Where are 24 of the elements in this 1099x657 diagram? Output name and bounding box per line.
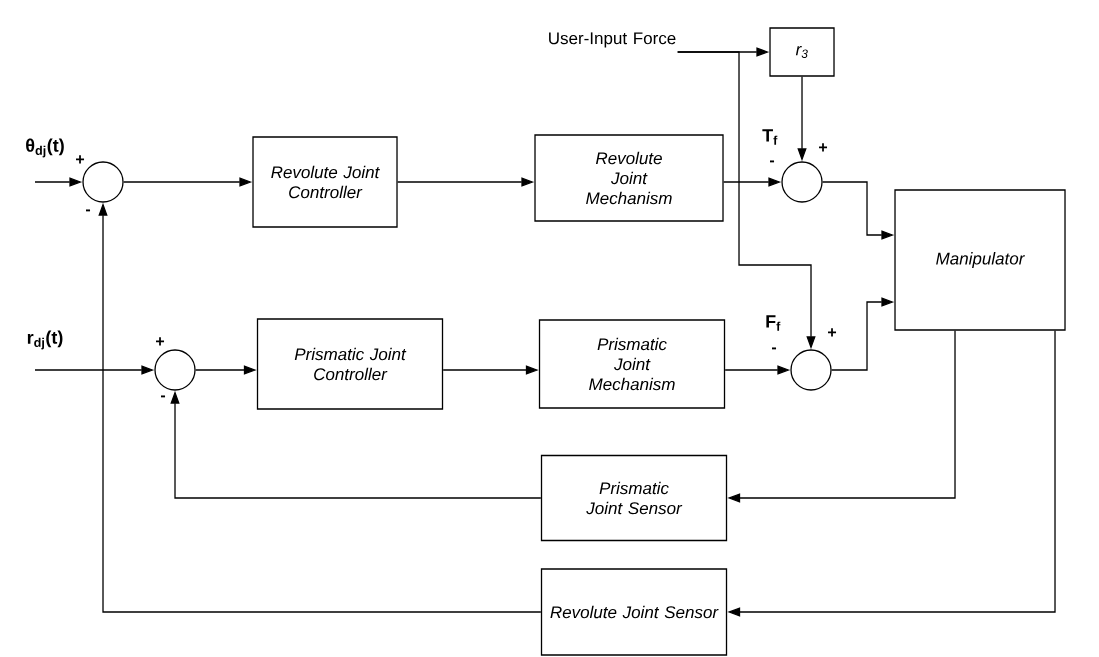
block-box: Revolute Joint Sensor xyxy=(540,568,728,656)
block-box: Prismatic Joint Controller xyxy=(256,318,444,410)
summing-junction xyxy=(790,349,832,391)
block-box: Prismatic Joint Mechanism xyxy=(538,319,726,409)
block-box: Revolute Joint Mechanism xyxy=(534,134,724,222)
signal-label: F$_{f}$ xyxy=(766,315,781,331)
sign-label: - xyxy=(160,395,166,398)
sign-label: + xyxy=(76,155,84,164)
signal-label: θ$_{dj}$(t) xyxy=(26,138,64,158)
block-box: Revolute Joint Controller xyxy=(252,136,398,228)
block-box: Prismatic Joint Sensor xyxy=(540,454,728,542)
sign-label: - xyxy=(85,209,91,212)
sign-label: - xyxy=(769,160,775,163)
sign-label: + xyxy=(819,143,828,152)
summing-junction xyxy=(154,349,196,391)
signal-label: r$_{dj}$(t) xyxy=(27,330,63,350)
sign-label: + xyxy=(828,328,837,337)
input-label: User-Input Force xyxy=(549,32,676,48)
block-box: r$_{3}$ xyxy=(769,27,835,77)
block-box: Manipulator xyxy=(894,189,1066,331)
signal-label: T$_{f}$ xyxy=(762,129,778,145)
summing-junction xyxy=(781,161,823,203)
sign-label: - xyxy=(771,347,777,350)
summing-junction xyxy=(82,161,124,203)
